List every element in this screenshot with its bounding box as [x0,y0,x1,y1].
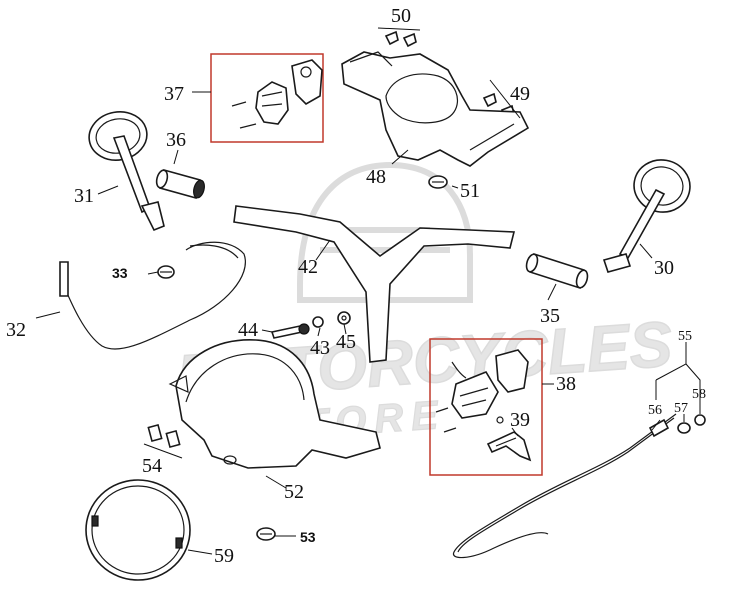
right-mirror [602,159,691,273]
label-35: 35 [540,305,560,327]
brake-lever [486,431,532,462]
label-56: 56 [648,403,662,418]
label-30: 30 [654,257,674,279]
part-labels: 37 50 49 48 51 36 31 30 42 33 32 35 44 4… [6,5,706,567]
label-33: 33 [112,265,128,281]
label-31: 31 [74,185,94,207]
bolt-33 [157,265,175,279]
handlebar [233,205,516,363]
brake-cable [452,413,706,559]
label-36: 36 [166,129,186,151]
label-45: 45 [336,331,356,353]
clips-54 [147,423,181,449]
upper-handlebar-cover [341,51,530,167]
label-57: 57 [674,401,688,416]
left-mirror [88,111,165,232]
label-43: 43 [310,337,330,359]
left-switch-housing [231,59,323,129]
leader-lines [35,27,701,555]
label-39: 39 [510,409,530,431]
screws-50 [384,30,417,48]
cable-32 [59,241,246,350]
screw-51 [428,175,448,189]
label-50: 50 [391,5,411,27]
label-51: 51 [460,180,480,202]
label-37: 37 [164,83,184,105]
label-38: 38 [556,373,576,395]
bolt-44 [270,323,310,339]
label-55: 55 [678,329,692,344]
label-48: 48 [366,166,386,188]
switch-assembly-box-37 [210,53,324,143]
nut-43 [312,316,324,328]
label-42: 42 [298,256,318,278]
headlight-rim [85,479,191,581]
left-grip [155,169,205,199]
label-44: 44 [238,319,258,341]
right-grip [525,252,589,290]
lower-handlebar-cover [168,339,381,469]
switch-assembly-box-38 [429,338,543,476]
screw-53 [256,527,276,541]
right-switch-housing [435,349,529,433]
label-53: 53 [300,529,316,545]
nut-45 [337,311,351,325]
label-52: 52 [284,481,304,503]
label-49: 49 [510,83,530,105]
label-54: 54 [142,455,162,477]
label-59: 59 [214,545,234,567]
label-32: 32 [6,319,26,341]
label-58: 58 [692,387,706,402]
